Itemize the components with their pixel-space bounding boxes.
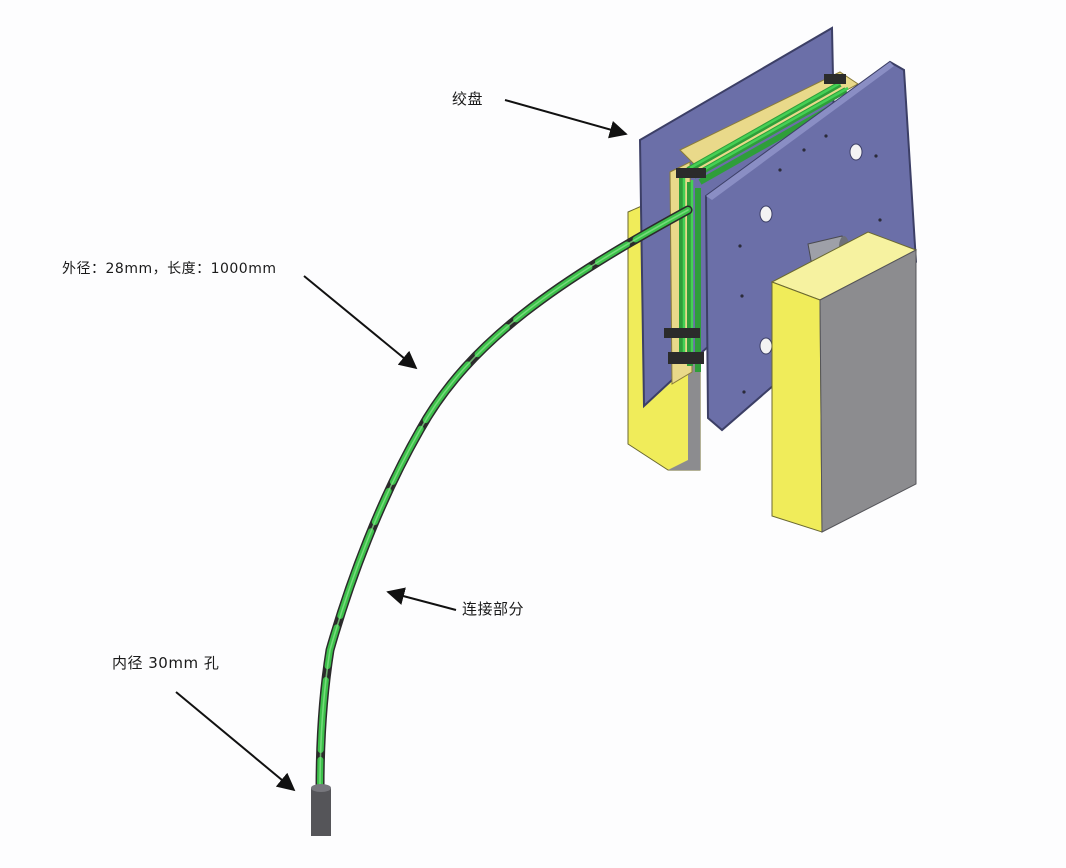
callout-arrows bbox=[175, 99, 628, 792]
hole-pipe bbox=[311, 784, 331, 836]
arrow-joint bbox=[386, 587, 457, 611]
arrow-cable-spec bbox=[303, 275, 418, 370]
support-block-front bbox=[770, 231, 918, 533]
arrow-hole bbox=[175, 691, 296, 792]
label-cable-spec: 外径：28mm，长度：1000mm bbox=[62, 261, 277, 277]
label-joint: 连接部分 bbox=[462, 600, 525, 618]
label-reel: 绞盘 bbox=[452, 90, 484, 108]
cable bbox=[315, 205, 693, 795]
label-hole: 内径 30mm 孔 bbox=[112, 654, 220, 672]
reel-drum bbox=[664, 71, 859, 385]
arrow-reel bbox=[504, 99, 628, 139]
